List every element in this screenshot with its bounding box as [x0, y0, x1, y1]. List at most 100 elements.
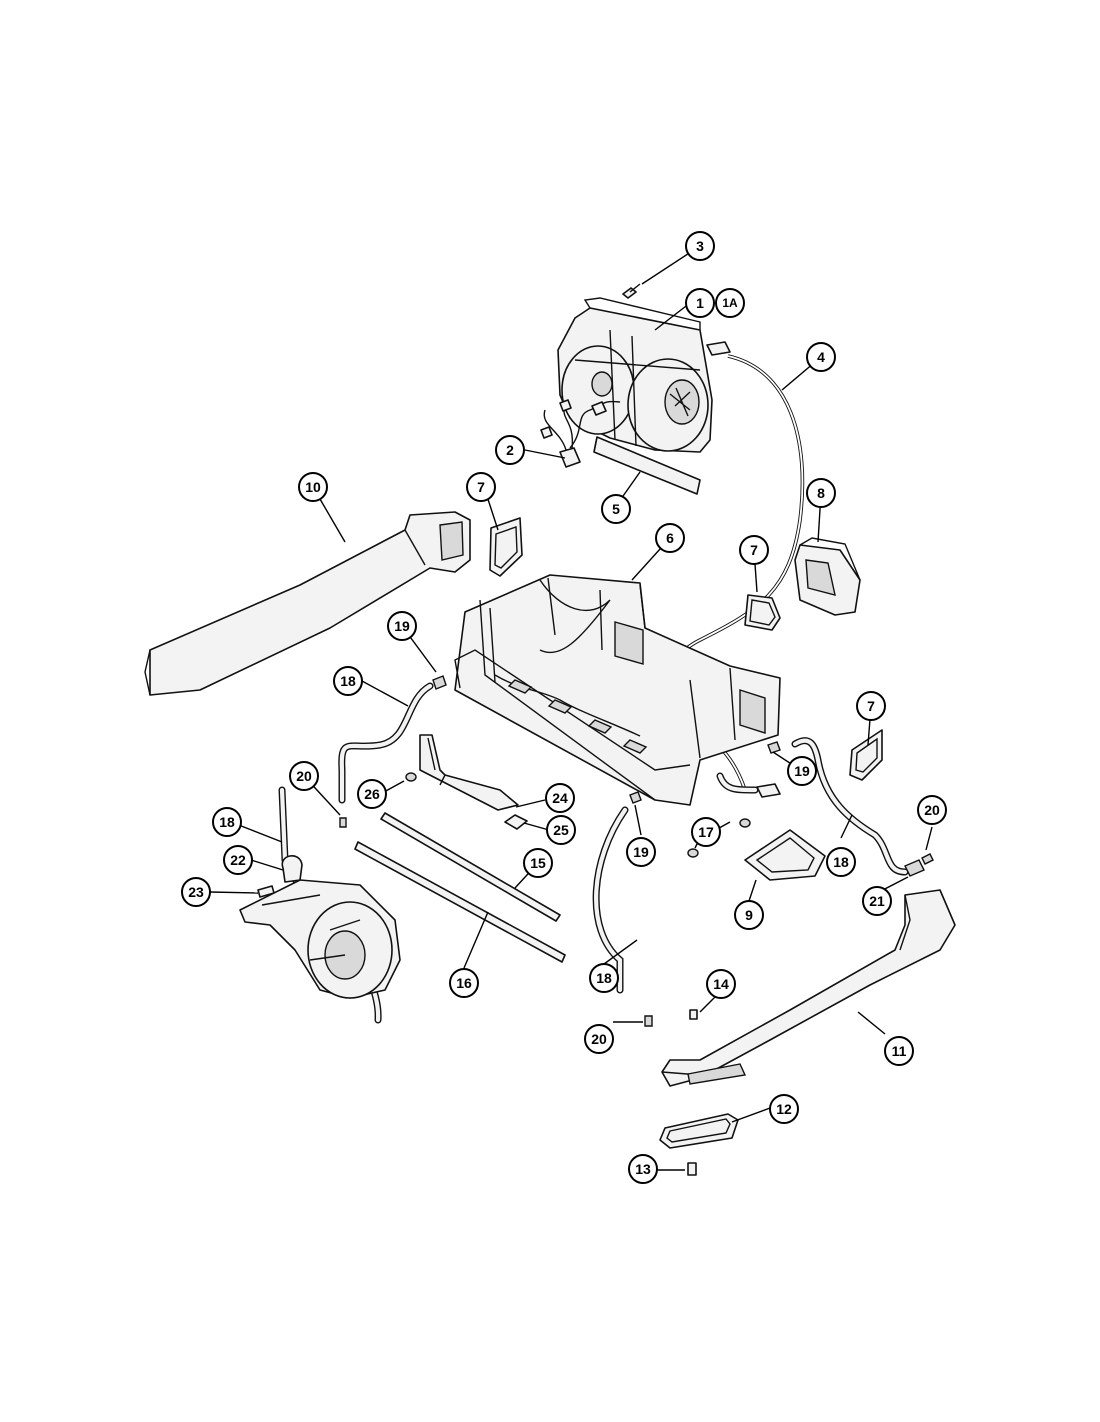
- callout-19-left-label: 19: [394, 618, 410, 634]
- callout-2: 2: [495, 435, 525, 465]
- callout-14: 14: [706, 969, 736, 999]
- hose-18-case: [716, 772, 759, 794]
- callout-23-label: 23: [188, 884, 204, 900]
- clip-14: [689, 1009, 698, 1020]
- callout-1: 1: [685, 288, 715, 318]
- callout-1a-label: 1A: [722, 296, 738, 310]
- fan-housing: [239, 879, 401, 999]
- callout-13-label: 13: [635, 1161, 651, 1177]
- fitting-21: [904, 859, 925, 877]
- callout-7-center-label: 7: [750, 542, 758, 558]
- duct-10-left: [144, 511, 471, 696]
- callout-22: 22: [223, 845, 253, 875]
- bracket-24: [419, 734, 519, 811]
- grommet-17a: [739, 818, 751, 828]
- callout-19-left: 19: [387, 611, 417, 641]
- callout-12: 12: [769, 1094, 799, 1124]
- heater-case: [454, 574, 781, 806]
- grommet-17b: [687, 848, 699, 858]
- gasket-7-left: [489, 517, 523, 577]
- callout-21-label: 21: [869, 893, 885, 909]
- callout-4: 4: [806, 342, 836, 372]
- callout-16: 16: [449, 968, 479, 998]
- callout-19-right: 19: [787, 756, 817, 786]
- callout-25-label: 25: [553, 822, 569, 838]
- plug-20a: [339, 817, 347, 828]
- callout-18-top-label: 18: [340, 673, 356, 689]
- callout-9: 9: [734, 900, 764, 930]
- callout-11: 11: [884, 1036, 914, 1066]
- callout-12-label: 12: [776, 1101, 792, 1117]
- screw-3: [622, 283, 641, 299]
- clip-25: [504, 814, 528, 830]
- callout-8-label: 8: [817, 485, 825, 501]
- connector-19c: [629, 791, 642, 804]
- callout-23: 23: [181, 877, 211, 907]
- callout-24: 24: [545, 783, 575, 813]
- frame-9: [744, 829, 826, 881]
- connector-19a: [432, 675, 447, 690]
- callout-6: 6: [655, 523, 685, 553]
- callout-15: 15: [523, 848, 553, 878]
- callout-5-label: 5: [612, 501, 620, 517]
- callout-2-label: 2: [506, 442, 514, 458]
- callout-14-label: 14: [713, 976, 729, 992]
- callout-18-bottom-label: 18: [596, 970, 612, 986]
- callout-20-left-label: 20: [296, 768, 312, 784]
- callout-24-label: 24: [552, 790, 568, 806]
- callout-22-label: 22: [230, 852, 246, 868]
- callout-9-label: 9: [745, 907, 753, 923]
- strip-16: [354, 841, 566, 963]
- blower-assembly: [557, 297, 713, 453]
- callout-1-label: 1: [696, 295, 704, 311]
- callout-6-label: 6: [666, 530, 674, 546]
- callout-5: 5: [601, 494, 631, 524]
- callout-18-bottom: 18: [589, 963, 619, 993]
- callout-20-bottom-label: 20: [591, 1031, 607, 1047]
- gasket-7-right: [849, 729, 883, 781]
- hose-18-center: [592, 806, 629, 994]
- callout-3: 3: [685, 231, 715, 261]
- callout-21: 21: [862, 886, 892, 916]
- hose-18-left-top: [338, 682, 434, 804]
- callout-19-center-label: 19: [633, 844, 649, 860]
- callout-15-label: 15: [530, 855, 546, 871]
- callout-20-right: 20: [917, 795, 947, 825]
- hose-18-right: [791, 737, 909, 876]
- callout-17: 17: [691, 817, 721, 847]
- callout-4-label: 4: [817, 349, 825, 365]
- duct-11-right: [661, 889, 956, 1087]
- foam-strip: [593, 436, 701, 495]
- seal-12: [659, 1113, 739, 1149]
- plug-20b: [921, 853, 934, 865]
- callout-10-label: 10: [305, 479, 321, 495]
- callout-18-top: 18: [333, 666, 363, 696]
- callout-19-right-label: 19: [794, 763, 810, 779]
- callout-18-right-label: 18: [833, 854, 849, 870]
- callout-17-label: 17: [698, 824, 714, 840]
- callout-16-label: 16: [456, 975, 472, 991]
- callout-7-left-label: 7: [477, 479, 485, 495]
- callout-26: 26: [357, 779, 387, 809]
- resistor-harness: [540, 399, 621, 468]
- plug-20c: [644, 1015, 653, 1027]
- callout-8: 8: [806, 478, 836, 508]
- callout-18-left: 18: [212, 807, 242, 837]
- clamp-22: [281, 855, 303, 883]
- callout-3-label: 3: [696, 238, 704, 254]
- callout-19-center: 19: [626, 837, 656, 867]
- callout-18-right: 18: [826, 847, 856, 877]
- vent-outlet-8: [794, 537, 861, 616]
- callout-7-center: 7: [739, 535, 769, 565]
- nut-26: [405, 772, 417, 782]
- callout-7-left: 7: [466, 472, 496, 502]
- callout-1a: 1A: [715, 288, 745, 318]
- callout-13: 13: [628, 1154, 658, 1184]
- callout-20-bottom: 20: [584, 1024, 614, 1054]
- callout-20-left: 20: [289, 761, 319, 791]
- bolt-13: [687, 1162, 697, 1176]
- callout-25: 25: [546, 815, 576, 845]
- callout-20-right-label: 20: [924, 802, 940, 818]
- callout-11-label: 11: [892, 1043, 907, 1059]
